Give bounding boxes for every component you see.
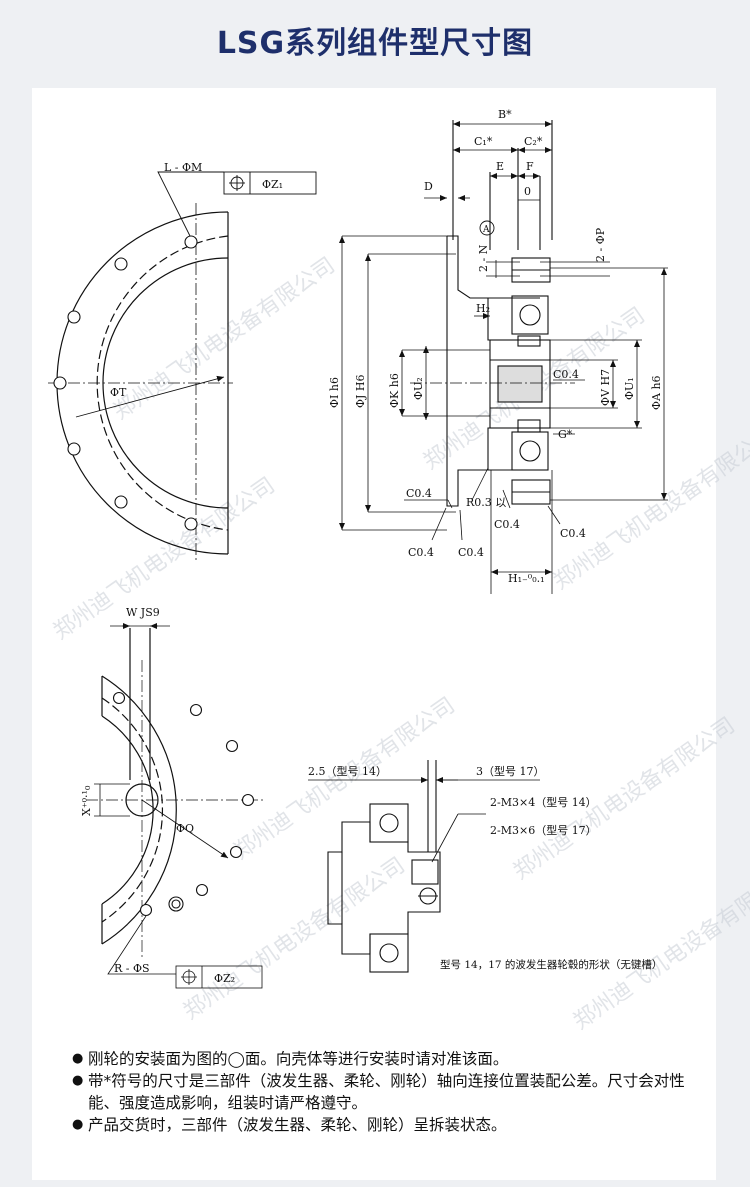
label-m3x6: 2-M3×6（型号 17） <box>490 823 597 837</box>
watermark: 郑州迪飞机电设备有限公司 <box>569 863 750 1035</box>
page-title: LSG系列组件型尺寸图 <box>216 26 534 61</box>
label-c04-a: C0.4 <box>553 368 579 381</box>
label-n: 2 - N <box>477 244 490 272</box>
label-a-circle: A <box>482 225 490 235</box>
label-m3x4: 2-M3×4（型号 14） <box>490 795 597 809</box>
label-q: ΦQ <box>176 822 194 835</box>
label-c2: C₂* <box>524 135 543 148</box>
label-f: F <box>526 160 534 173</box>
label-b: B* <box>498 108 512 121</box>
watermark: 郑州迪飞机电设备有限公司 <box>49 473 280 645</box>
label-2-5: 2.5（型号 14） <box>308 764 387 778</box>
section-view <box>446 120 553 507</box>
label-p: 2 - ΦP <box>594 227 607 262</box>
label-r03: R0.3 以 <box>466 496 506 509</box>
hub-section <box>327 760 441 973</box>
label-j: ΦJ H6 <box>354 374 367 408</box>
label-c04-c: C0.4 <box>494 518 520 531</box>
hub-caption: 型号 14，17 的波发生器轮毂的形状（无键槽） <box>440 958 662 971</box>
watermark: 郑州迪飞机电设备有限公司 <box>179 853 410 1025</box>
label-d: D <box>424 180 433 193</box>
label-h2: H₂ <box>476 302 490 315</box>
wave-generator-front <box>86 628 266 960</box>
label-c04-e: C0.4 <box>408 546 434 559</box>
datum-a-circle <box>479 220 495 236</box>
label-u2: ΦU₂ <box>412 377 425 400</box>
label-e: E <box>496 160 504 173</box>
label-c04-f: C0.4 <box>458 546 484 559</box>
label-c04-b: C0.4 <box>406 487 432 500</box>
label-x: X⁺⁰·¹₀ <box>80 785 93 816</box>
label-i: ΦI h6 <box>328 377 341 408</box>
note-item: 产品交货时，三部件（波发生器、柔轮、刚轮）呈拆装状态。 <box>72 1114 712 1136</box>
wave-generator-holes <box>112 691 255 917</box>
vertical-dimensions <box>339 235 668 531</box>
label-g: G* <box>558 428 573 441</box>
mounting-holes <box>53 235 198 531</box>
note-item: 刚轮的安装面为图的◯面。向壳体等进行安装时请对准该面。 <box>72 1048 712 1070</box>
note-item: 带*符号的尺寸是三部件（波发生器、柔轮、刚轮）轴向连接位置装配公差。尺寸会对性能… <box>72 1070 712 1114</box>
label-a-h6: ΦA h6 <box>650 375 663 410</box>
notes-list: 刚轮的安装面为图的◯面。向壳体等进行安装时请对准该面。 带*符号的尺寸是三部件（… <box>72 1048 712 1136</box>
label-t: ΦT <box>110 386 127 399</box>
label-c1: C₁* <box>474 135 493 148</box>
label-h1: H₁₋⁰₀.₁ <box>508 572 545 585</box>
label-z1: ΦZ₁ <box>262 178 283 191</box>
watermark: 郑州迪飞机电设备有限公司 <box>549 423 750 595</box>
label-w: W JS9 <box>126 606 160 619</box>
drawing-panel <box>32 88 716 1180</box>
label-l-m: L - ΦM <box>164 161 202 174</box>
watermarks: 郑州迪飞机电设备有限公司 郑州迪飞机电设备有限公司 郑州迪飞机电设备有限公司 郑… <box>49 253 750 1035</box>
label-o: 0 <box>524 185 531 198</box>
horizontal-dimensions <box>424 121 553 594</box>
label-r-s: R - ΦS <box>114 962 150 975</box>
label-v: ΦV H7 <box>599 369 612 406</box>
label-z2: ΦZ₂ <box>214 972 235 985</box>
label-3: 3（型号 17） <box>476 764 545 778</box>
leader-lines <box>404 379 585 541</box>
label-c04-d: C0.4 <box>560 527 586 540</box>
label-u1: ΦU₁ <box>623 377 636 400</box>
label-k: ΦK h6 <box>388 373 401 408</box>
watermark: 郑州迪飞机电设备有限公司 <box>229 693 460 865</box>
